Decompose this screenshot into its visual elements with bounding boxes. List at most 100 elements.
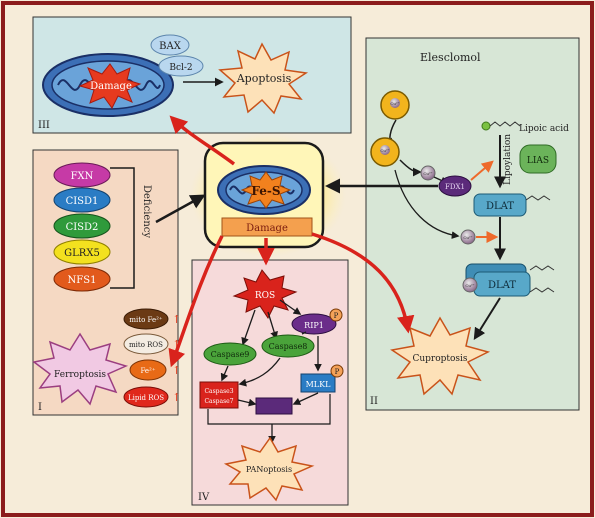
- fdx1-label: FDX1: [445, 183, 465, 191]
- apoptosis-label: Apoptosis: [236, 72, 292, 85]
- center-damage-label: Damage: [246, 223, 288, 234]
- p-icon: [330, 364, 344, 378]
- p-label-1: P: [334, 312, 339, 320]
- cu-ion-free-icon-2: [460, 229, 476, 245]
- cisd1-icon: [53, 187, 111, 213]
- arrow-to-cuproptosis: [473, 297, 501, 341]
- cu-ion-icon: [380, 145, 390, 155]
- caspase9-label: Caspase9: [211, 350, 250, 359]
- fes-cluster-icon: [240, 171, 292, 209]
- arrow-casp8-casp3: [238, 357, 281, 387]
- arrow-casp9-casp3: [220, 365, 229, 382]
- caspase8-icon: [261, 334, 315, 358]
- cuproptosis-burst-icon: [390, 316, 491, 396]
- caspase37-icon: [199, 381, 239, 409]
- link-casp8-rip1: [301, 331, 307, 335]
- fxn-label: FXN: [71, 171, 94, 182]
- cu-ion-icon: [390, 98, 400, 108]
- cuproptosis-label: Cuproptosis: [412, 354, 467, 364]
- panoptosome-icon: [255, 397, 293, 415]
- dlat-label-2: DLAT: [488, 280, 516, 291]
- panel-iii-tag: III: [38, 120, 50, 131]
- elesclomol-label: Elesclomol: [420, 51, 481, 64]
- lipid-ros-up-icon: ↑: [172, 391, 181, 404]
- cisd2-label: CISD2: [66, 222, 99, 233]
- cisd1-label: CISD1: [66, 196, 99, 207]
- p-icon: [329, 308, 343, 322]
- panel-iii-damage-label: Damage: [90, 81, 132, 92]
- mito-fe-up-icon: ↑: [172, 313, 181, 326]
- arrow-fdx1-to-lipoylation: [470, 160, 494, 181]
- fxn-icon: [53, 162, 111, 188]
- center-fes: Fe-S Damage: [190, 133, 346, 257]
- ferroptosis-burst-icon: [32, 332, 129, 406]
- lipoic-acid-chain-icon: [489, 121, 521, 127]
- caspase9-icon: [203, 342, 257, 366]
- fdx1-icon: [438, 175, 472, 197]
- red-arrow-to-apoptosis: [169, 115, 236, 166]
- lias-icon: [519, 144, 557, 174]
- arrow-ros-rip1: [279, 299, 302, 315]
- mito-ros-label: mito ROS: [129, 341, 163, 349]
- panel-iii: Damage BAX Bcl-2 Apoptosis III: [32, 16, 352, 134]
- glrx5-label: GLRX5: [64, 248, 100, 259]
- bax-bubble: [150, 34, 190, 56]
- fe2-label: Fe²⁺: [140, 367, 155, 375]
- cu-label-2: Cu²⁺: [380, 148, 389, 153]
- lipoic-acid-icon: [481, 121, 491, 131]
- deficiency-bracket: [110, 167, 135, 289]
- bax-label: BAX: [159, 41, 182, 52]
- lipid-ros-icon: [123, 386, 169, 408]
- panel-iv-tag: IV: [198, 492, 210, 503]
- arrow-to-cu: [399, 159, 422, 177]
- panoptosis-bracket: [207, 394, 331, 425]
- red-arrow-to-cuproptosis: [311, 232, 415, 334]
- lipid-ros-label: Lipid ROS: [128, 394, 164, 402]
- apoptosis-burst-icon: [218, 42, 309, 115]
- nfs1-label: NFS1: [68, 275, 97, 286]
- cu-label-5: Cu²⁺: [465, 283, 474, 288]
- lipoic-acid-label: Lipoic acid: [519, 124, 569, 134]
- mlkl-icon: [300, 373, 336, 393]
- cu-label-1: Cu²⁺: [390, 101, 399, 106]
- glrx5-icon: [53, 239, 111, 265]
- mito-ros-up-icon: ↑: [172, 338, 181, 351]
- mito-fe-label: mito Fe²⁺: [129, 316, 163, 324]
- lias-label: LIAS: [527, 156, 549, 166]
- panel-ii: Elesclomol Cu²⁺ Cu²⁺ Cu²⁺ FDX1 Lipoic ac…: [365, 37, 580, 411]
- panel-iv: ROS RIP1 P Caspase9 Caspase8 Caspase3 Ca…: [191, 259, 349, 506]
- arrow-ros-casp9: [241, 309, 256, 346]
- cu-ion-free-icon: [420, 165, 436, 181]
- center-damage-box: [221, 217, 313, 237]
- bcl2-label: Bcl-2: [169, 63, 192, 73]
- rip1-icon: [291, 313, 337, 335]
- cu-ion-bound-icon: [462, 277, 478, 293]
- panel-i-tag: I: [38, 402, 42, 413]
- arrow-ros-casp8: [267, 311, 278, 340]
- dlat-chain-icon: [525, 195, 551, 201]
- dlat-label-1: DLAT: [486, 201, 514, 212]
- caspase8-label: Caspase8: [269, 342, 308, 351]
- cisd2-icon: [53, 213, 111, 239]
- cu-label-3: Cu²⁺: [423, 171, 432, 176]
- arrow-casp3-complex: [237, 398, 257, 407]
- panel-ii-tag: II: [370, 396, 378, 407]
- ferroptosis-label: Ferroptosis: [54, 370, 106, 380]
- nfs1-icon: [53, 266, 111, 292]
- dlat-icon: [473, 193, 527, 217]
- ros-burst-icon: [232, 269, 298, 319]
- fes-label: Fe-S: [251, 184, 280, 198]
- fe2-icon: [129, 359, 167, 381]
- red-arrow-to-ferroptosis: [168, 235, 224, 368]
- damage-burst-icon: [78, 63, 142, 109]
- panoptosis-label: PANoptosis: [246, 465, 292, 474]
- panel-i: FXN CISD1 CISD2 GLRX5 NFS1 Deficiency Fe…: [32, 149, 181, 416]
- p-label-2: P: [335, 368, 340, 376]
- fe2-up-icon: ↑: [172, 364, 181, 377]
- arrow-mlkl-complex: [292, 392, 319, 405]
- ros-label: ROS: [255, 291, 275, 301]
- caspase3-label: Caspase3: [204, 388, 233, 395]
- arrow-cu-path-2: [394, 169, 460, 239]
- mlkl-label: MLKL: [306, 380, 331, 389]
